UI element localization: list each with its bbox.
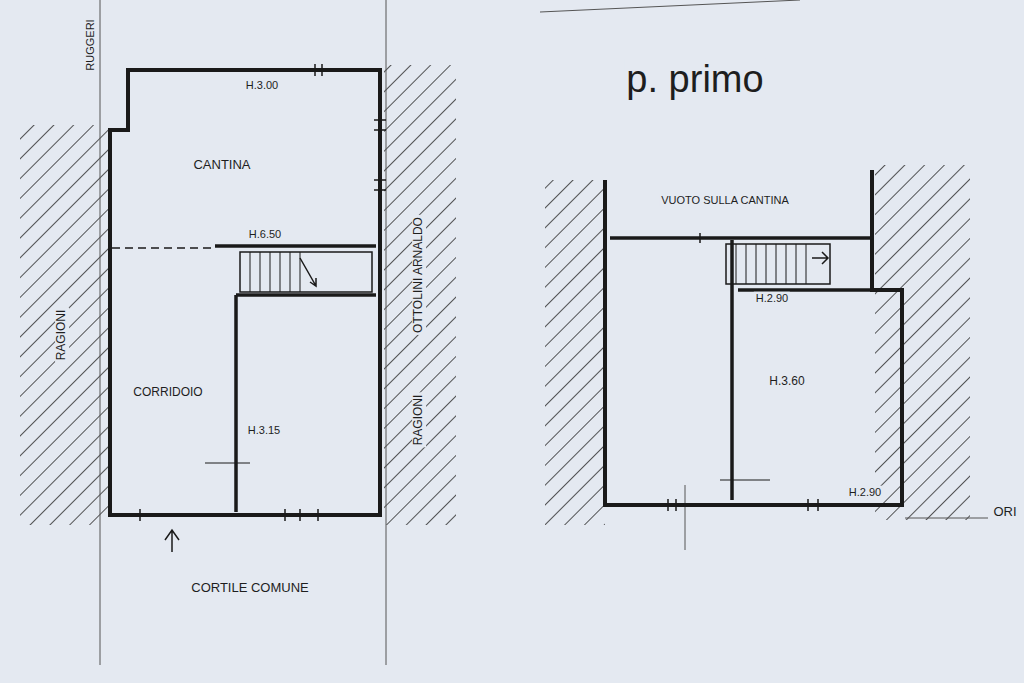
room-label: H.6.50: [247, 228, 283, 241]
room-label: H.2.90: [754, 292, 790, 305]
first-floor-walls: [605, 170, 902, 511]
room-label: CANTINA: [191, 158, 252, 173]
room-label: H.2.90: [847, 486, 883, 499]
room-label: VUOTO SULLA CANTINA: [659, 194, 791, 207]
street-name: RAGIONI: [55, 308, 69, 363]
page-lines: [100, 0, 988, 665]
street-name: OTTOLINI ARNALDO: [412, 215, 426, 335]
room-label: H.3.00: [244, 79, 280, 92]
room-label: H.3.60: [767, 375, 806, 389]
street-name: RAGIONI: [412, 393, 426, 448]
room-label: ORI: [991, 505, 1018, 520]
neighbour-hatching: [20, 65, 970, 525]
room-label: H.3.15: [246, 424, 282, 437]
street-name: RUGGERI: [84, 17, 97, 72]
ground-floor-walls: [110, 64, 386, 552]
room-label: CORRIDOIO: [131, 386, 204, 400]
room-label: CORTILE COMUNE: [189, 581, 311, 596]
floor-title: p. primo: [624, 58, 765, 102]
